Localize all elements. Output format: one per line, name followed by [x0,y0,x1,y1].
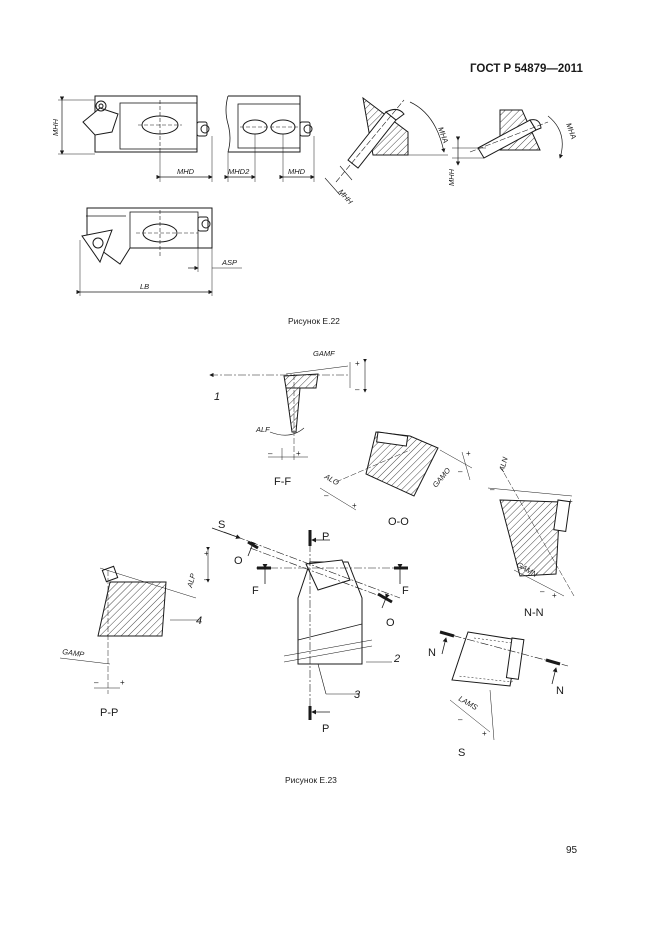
section-mark: S [218,519,225,531]
sign-plus: + [552,591,557,600]
section-label: N-N [524,607,544,619]
sign-plus: + [204,549,209,558]
page-number: 95 [566,845,578,856]
figure-e23-drawing [59,359,575,741]
angle-label: GAMO [431,466,453,489]
angle-label: GAMF [313,349,335,358]
callout-number: 4 [196,615,202,627]
dim-label: MHH [447,168,456,186]
section-f-f [209,359,367,460]
section-mark: O [234,555,243,567]
sign-minus: – [490,485,495,494]
sign-plus: + [355,359,360,368]
sign-plus: + [296,449,301,458]
section-mark: O [386,617,395,629]
section-mark: N [428,647,436,659]
section-mark: N [556,685,564,697]
section-label: F-F [274,476,291,488]
figure-caption: Рисунок Е.22 [288,316,340,326]
sign-minus: – [540,587,545,596]
sign-minus: – [458,715,463,724]
angle-label: GAMP [62,647,85,659]
holder-view-1 [82,95,210,153]
dim-label: MHD2 [228,167,250,176]
sign-plus: + [120,678,125,687]
section-label: O-O [388,516,409,528]
sign-minus: – [458,467,463,476]
section-mark: S [458,747,465,759]
figure-caption: Рисунок Е.23 [285,775,337,785]
section-mark: P [322,723,329,735]
sign-plus: + [466,449,471,458]
sign-minus: – [355,385,360,394]
section-s-view [439,630,569,741]
angle-label: LAMS [457,694,479,712]
sign-minus: – [324,491,329,500]
angle-label: ALP [185,572,198,589]
dim-label: MHA [564,122,578,141]
sign-minus: – [94,678,99,687]
callout-number: 3 [354,689,361,701]
dim-label: MHA [436,126,450,145]
sign-plus: + [482,729,487,738]
section-mark: F [402,585,409,597]
section-mark: F [252,585,259,597]
section-n-n [487,465,575,597]
insert-plan-view [211,527,408,720]
holder-view-2 [225,95,313,153]
section-mark: P [322,531,329,543]
sign-minus: – [204,575,209,584]
angled-view-2 [469,109,549,159]
angle-label: ALF [255,425,270,434]
dim-label: ASP [221,258,237,267]
angled-view-1 [335,96,409,183]
figure-e22-drawing [58,95,564,296]
sign-minus: – [268,449,273,458]
callout-number: 1 [214,391,220,403]
dim-label: MHH [337,187,356,206]
sign-plus: + [568,497,573,506]
holder-view-3 [81,207,213,265]
callout-number: 2 [393,653,400,665]
dim-label: MHH [51,118,60,136]
section-o-o [319,431,473,511]
sign-plus: + [352,501,357,510]
dim-label: MHD [288,167,306,176]
section-label: P-P [100,707,118,719]
angle-label: ALN [497,456,510,474]
section-p-p [59,547,210,694]
dim-label: MHD [177,167,195,176]
dim-label: LB [140,282,149,291]
angle-label: ALO [322,471,341,487]
page-header-standard: ГОСТ Р 54879—2011 [470,63,583,75]
